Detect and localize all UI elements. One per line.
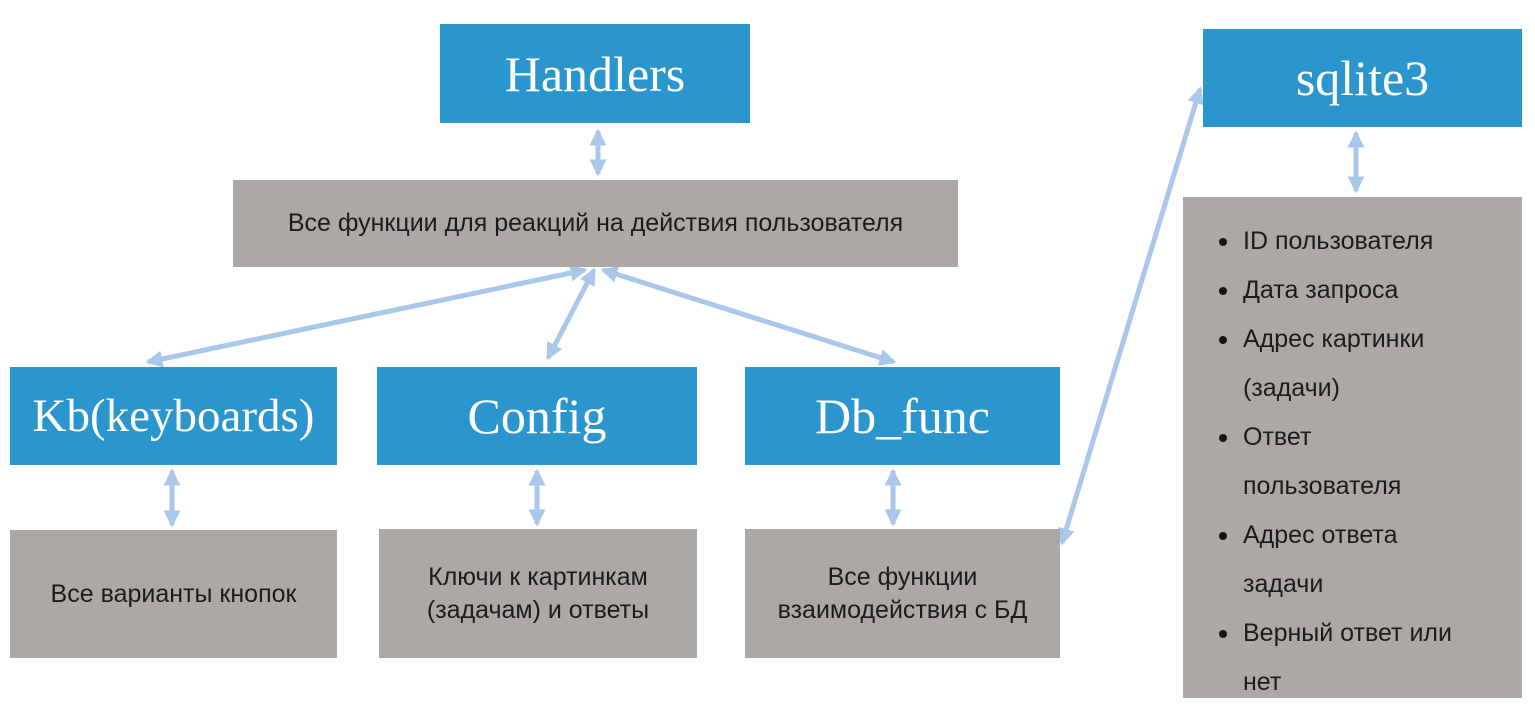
arrow-desc-to-dbfunc <box>600 266 897 366</box>
node-sqlite3-fields-panel: ID пользователя Дата запроса Адрес карти… <box>1183 197 1522 698</box>
list-item: Адрес картинки (задачи) <box>1219 315 1461 413</box>
node-config-description: Ключи к картинкам (задачам) и ответы <box>379 529 697 658</box>
node-kb-description: Все варианты кнопок <box>10 530 337 658</box>
list-item: Адрес ответа задачи <box>1219 511 1461 609</box>
list-item: ID пользователя <box>1219 217 1461 266</box>
node-db-func-description: Все функции взаимодействия с БД <box>745 529 1060 658</box>
node-handlers-description: Все функции для реакций на действия поль… <box>233 180 958 267</box>
arrow-dbdesc-to-sqlite <box>1058 86 1204 546</box>
arrow-desc-to-config <box>545 267 597 361</box>
node-handlers: Handlers <box>440 24 750 123</box>
node-config: Config <box>377 367 697 465</box>
list-item: Дата запроса <box>1219 266 1461 315</box>
node-kb-keyboards: Kb(keyboards) <box>10 367 337 465</box>
node-sqlite3: sqlite3 <box>1203 29 1522 127</box>
list-item: Верный ответ или нет <box>1219 609 1461 707</box>
sqlite3-fields-list: ID пользователя Дата запроса Адрес карти… <box>1183 197 1522 707</box>
node-db-func: Db_func <box>745 367 1060 465</box>
list-item: Ответ пользователя <box>1219 413 1461 511</box>
arrow-desc-to-kb <box>145 264 588 368</box>
